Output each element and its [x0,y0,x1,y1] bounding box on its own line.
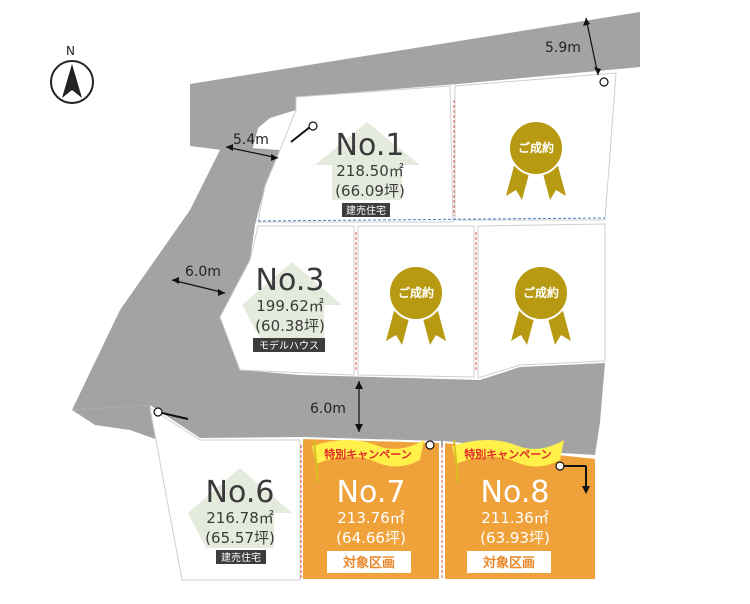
dimension-top-right: 5.9m [545,17,601,76]
lot-area-m2: 216.78㎡ [206,509,274,527]
lot-tag [253,338,325,352]
house-arrow-icon [242,262,342,338]
sold-badge: ご成約 [511,265,571,345]
lot-number: No.3 [256,263,325,298]
road [72,146,605,455]
lot-tag-label: 建売住宅 [346,204,386,217]
campaign-label: 特別キャンペーン [324,447,411,461]
lot-tag [342,203,390,217]
ribbon-icon [506,166,566,200]
lot-info-no7: 特別キャンペーン No.7 213.76㎡ (64.66坪) 対象区画 [312,439,424,573]
lot-area-tsubo: (64.66坪) [336,529,406,547]
campaign-flag [452,440,564,467]
lot-area-m2: 211.36㎡ [481,509,549,527]
sold-label: ご成約 [518,140,554,155]
lot-info-no6: No.6 216.78㎡ (65.57坪) 建売住宅 [188,468,292,564]
house-arrow-icon [315,122,420,200]
ribbon-icon [511,311,571,345]
road-width-label: 5.9m [545,40,581,56]
target-label: 対象区画 [342,555,395,571]
entrance-marker [153,407,189,420]
entrance-marker [555,461,590,494]
medal-icon [513,265,569,321]
road-width-label: 6.0m [185,264,221,280]
entrance-marker [599,77,609,87]
target-label: 対象区画 [482,555,535,571]
lot-area-m2: 218.50㎡ [336,162,404,180]
lot-area-tsubo: (60.38坪) [255,317,325,335]
lot-info-no1: No.1 218.50㎡ (66.09坪) 建売住宅 [315,122,420,217]
compass: N [50,44,94,104]
medal-icon [388,265,444,321]
target-badge [467,551,551,573]
north-arrow-icon [62,64,82,98]
ribbon-icon [386,311,446,345]
lot-area-tsubo: (63.93坪) [480,529,550,547]
road [72,405,158,440]
dimension-middle: 6.0m [310,381,363,432]
lot-number: No.7 [337,475,406,510]
sold-badge: ご成約 [506,120,566,200]
compass-label: N [66,44,75,58]
entrance-marker [425,440,435,450]
entrance-marker [290,121,318,143]
dimension-left: 6.0m [171,264,226,296]
lot-number: No.8 [481,475,550,510]
sold-label: ご成約 [523,285,559,300]
sold-badge: ご成約 [386,265,446,345]
lot-boundary [257,217,606,222]
house-arrow-icon [188,468,292,548]
lot-number: No.6 [206,475,275,510]
sold-label: ご成約 [398,285,434,300]
lot-number: No.1 [336,128,405,163]
lot-info-no8: 特別キャンペーン No.8 211.36㎡ (63.93坪) 対象区画 [452,439,564,573]
target-badge [327,551,411,573]
campaign-label: 特別キャンペーン [464,447,551,461]
lot-area-m2: 213.76㎡ [337,509,405,527]
lot-tag [216,550,266,564]
campaign-flag [312,440,424,467]
lot-tag-label: 建売住宅 [221,551,261,564]
lot-info-no3: No.3 199.62㎡ (60.38坪) モデルハウス [242,262,342,352]
lot-area-tsubo: (65.57坪) [205,529,275,547]
road-width-label: 6.0m [310,401,346,417]
road [190,12,640,151]
medal-icon [508,120,564,176]
road-width-label: 5.4m [233,132,269,148]
lot-area-tsubo: (66.09坪) [335,182,405,200]
dimension-upper-left: 5.4m [225,132,279,161]
lot-tag-label: モデルハウス [259,339,319,352]
lot-area-m2: 199.62㎡ [256,297,324,315]
lot-no7[interactable] [301,436,441,581]
